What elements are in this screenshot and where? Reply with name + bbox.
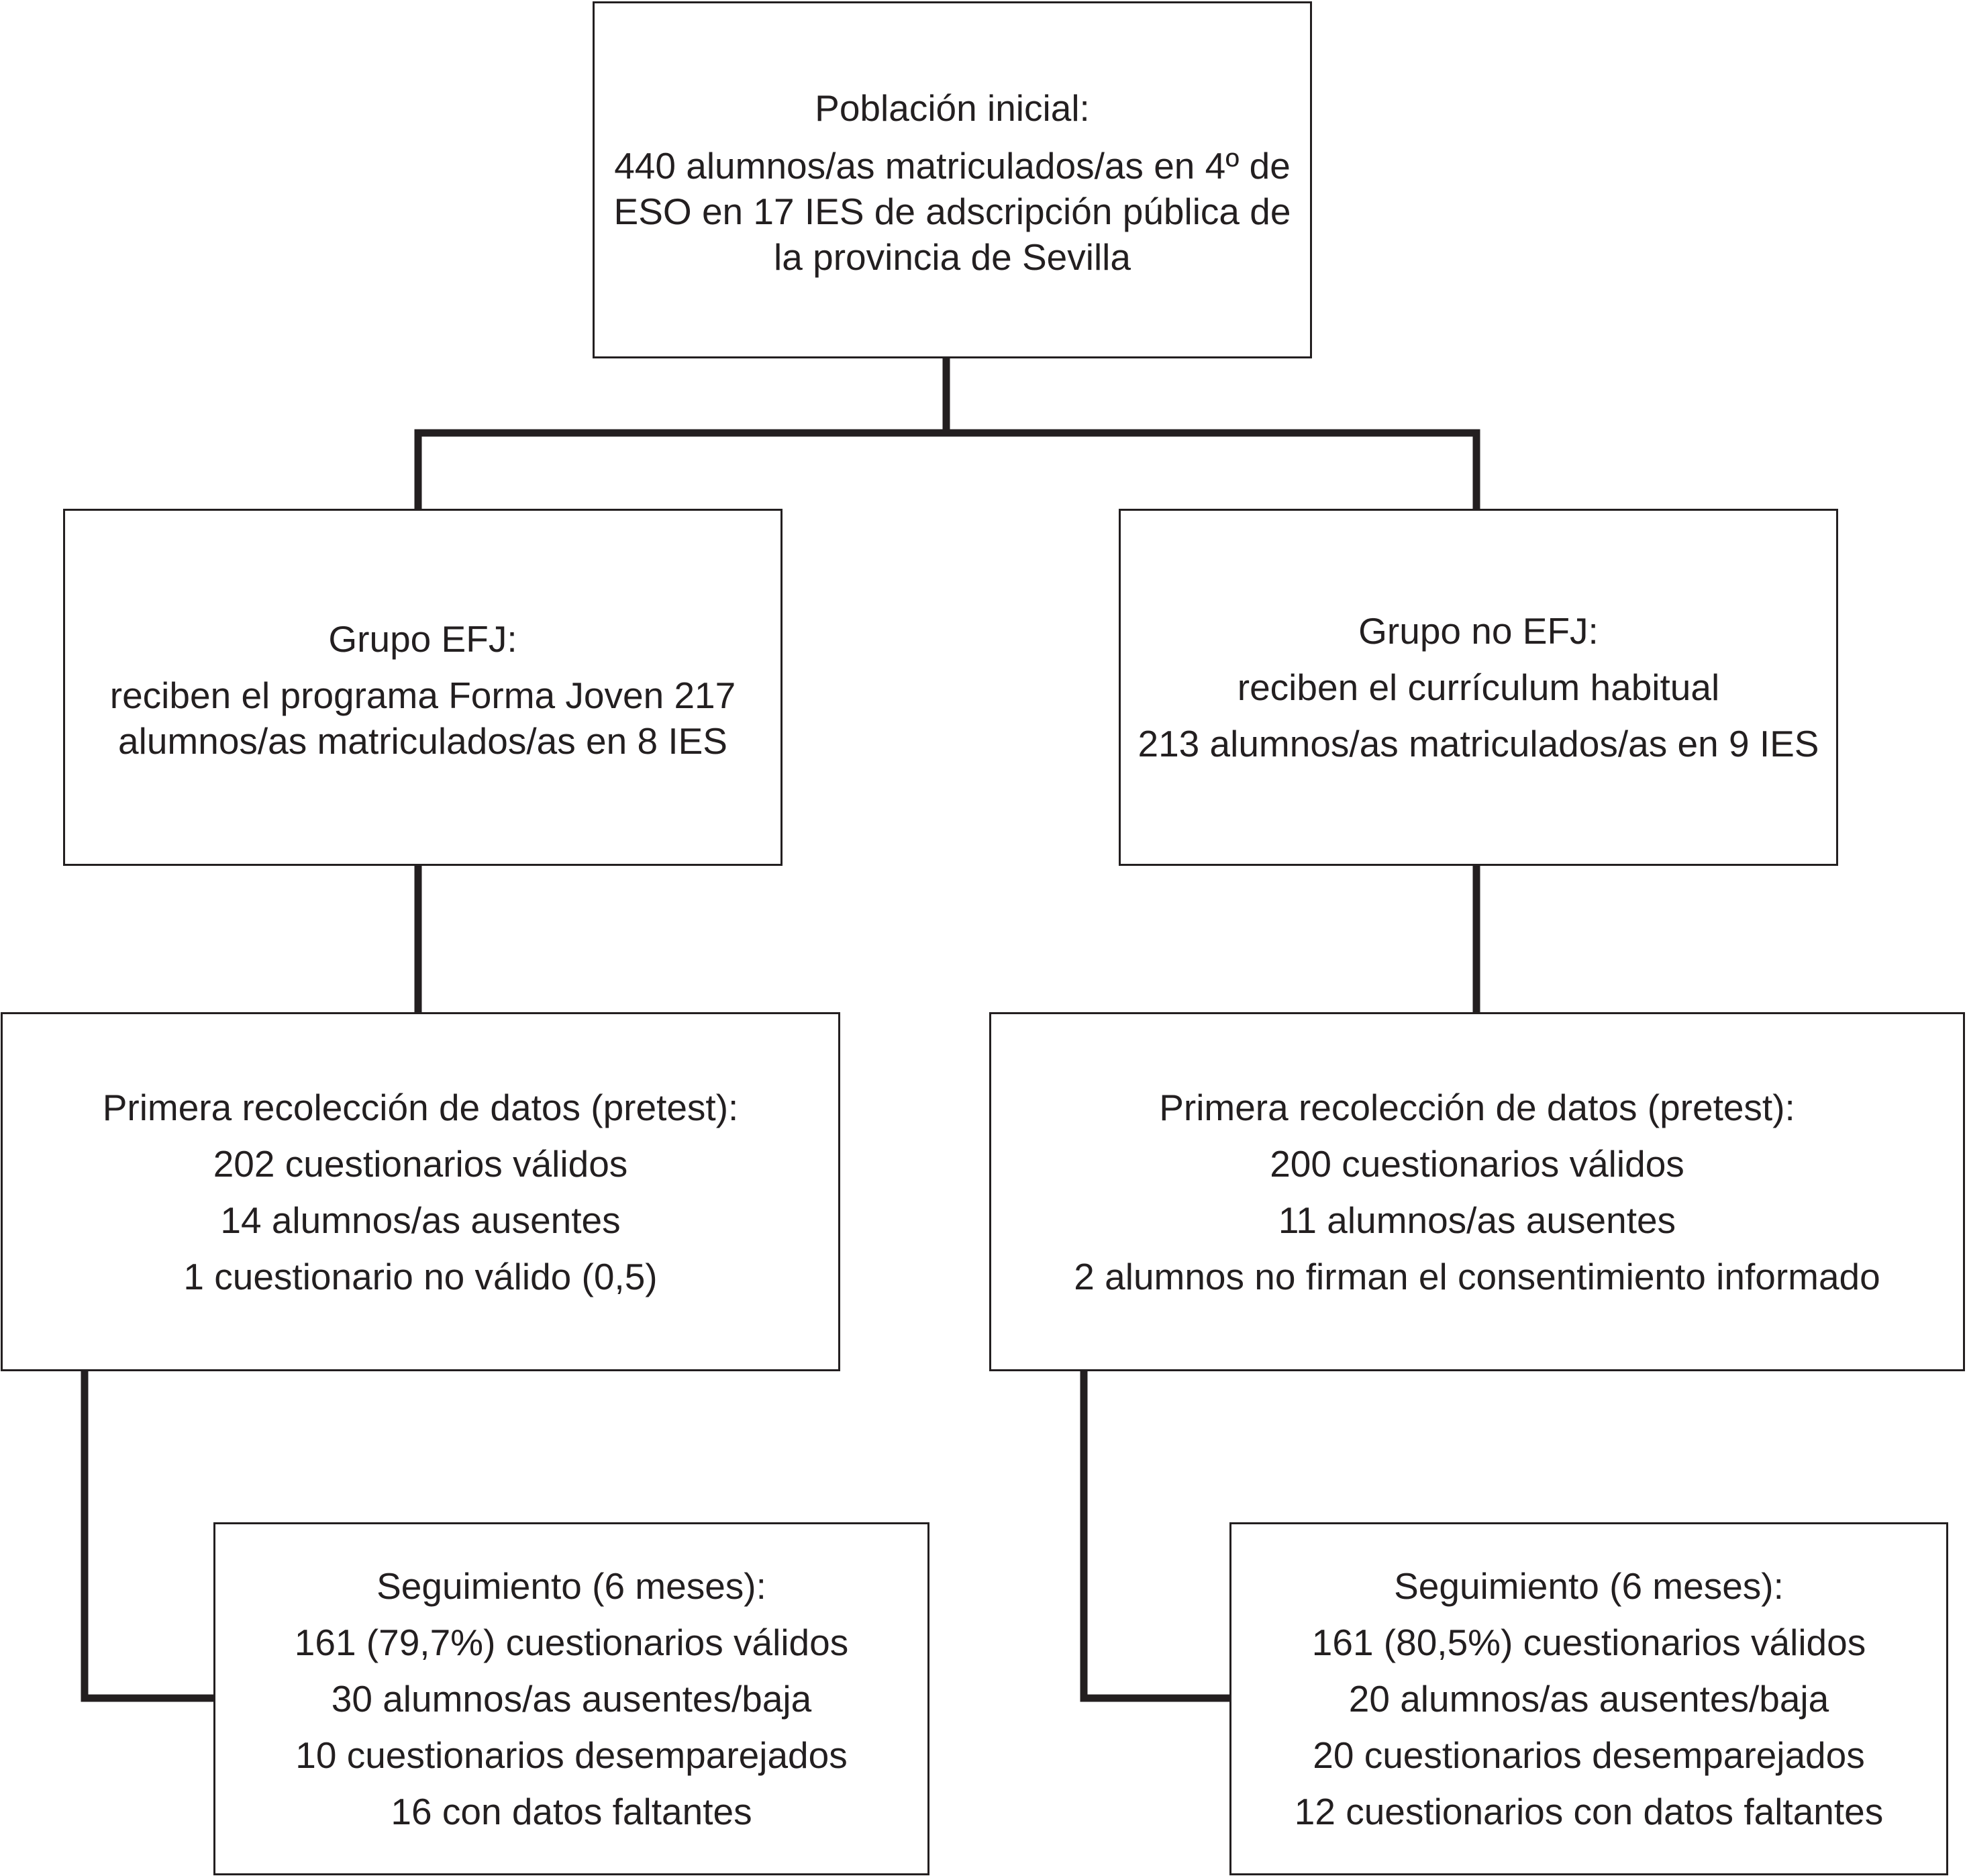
initial-population-box: Población inicial: 440 alumnos/as matric…: [593, 1, 1312, 358]
no-efj-group-line-2: 213 alumnos/as matriculados/as en 9 IES: [1138, 723, 1819, 764]
efj-followup-line-4: 16 con datos faltantes: [391, 1791, 752, 1832]
initial-population-title: Población inicial:: [815, 87, 1090, 129]
no-efj-pretest-box: Primera recolección de datos (pretest): …: [989, 1012, 1965, 1371]
efj-followup-line-3: 10 cuestionarios desemparejados: [295, 1734, 848, 1776]
efj-pretest-line-3: 1 cuestionario no válido (0,5): [183, 1255, 658, 1297]
connector-root-split: [414, 354, 1480, 513]
no-efj-followup-line-3: 20 cuestionarios desemparejados: [1313, 1734, 1865, 1776]
no-efj-followup-line-2: 20 alumnos/as ausentes/baja: [1348, 1678, 1829, 1720]
no-efj-group-title: Grupo no EFJ:: [1358, 610, 1599, 652]
efj-followup-line-2: 30 alumnos/as ausentes/baja: [331, 1678, 812, 1720]
efj-followup-line-1: 161 (79,7%) cuestionarios válidos: [294, 1622, 849, 1663]
efj-followup-box: Seguimiento (6 meses): 161 (79,7%) cuest…: [213, 1522, 929, 1875]
initial-population-line-3: la provincia de Sevilla: [774, 236, 1131, 278]
initial-population-line-1: 440 alumnos/as matriculados/as en 4º de: [614, 145, 1291, 187]
no-efj-pretest-line-2: 11 alumnos/as ausentes: [1278, 1199, 1676, 1241]
efj-group-line-2: alumnos/as matriculados/as en 8 IES: [118, 720, 727, 762]
no-efj-pretest-line-3: 2 alumnos no firman el consentimiento in…: [1074, 1255, 1880, 1297]
no-efj-pretest-title: Primera recolección de datos (pretest):: [1159, 1086, 1795, 1128]
efj-group-line-1: reciben el programa Forma Joven 217: [109, 675, 736, 716]
no-efj-group-box: Grupo no EFJ: reciben el currículum habi…: [1119, 509, 1838, 866]
no-efj-pretest-line-1: 200 cuestionarios válidos: [1270, 1142, 1684, 1185]
connector-noefj-pretest-to-followup: [1080, 1367, 1233, 1702]
efj-pretest-line-1: 202 cuestionarios válidos: [213, 1142, 628, 1185]
efj-pretest-title: Primera recolección de datos (pretest):: [102, 1086, 739, 1128]
no-efj-followup-box: Seguimiento (6 meses): 161 (80,5%) cuest…: [1229, 1522, 1948, 1875]
efj-pretest-line-2: 14 alumnos/as ausentes: [220, 1199, 621, 1241]
no-efj-group-line-1: reciben el currículum habitual: [1237, 667, 1720, 708]
no-efj-followup-title: Seguimiento (6 meses):: [1394, 1565, 1784, 1607]
efj-group-box: Grupo EFJ: reciben el programa Forma Jov…: [63, 509, 783, 866]
efj-group-title: Grupo EFJ:: [328, 618, 517, 660]
efj-pretest-box: Primera recolección de datos (pretest): …: [1, 1012, 840, 1371]
no-efj-followup-line-1: 161 (80,5%) cuestionarios válidos: [1311, 1622, 1866, 1663]
no-efj-followup-line-4: 12 cuestionarios con datos faltantes: [1294, 1791, 1884, 1832]
efj-followup-title: Seguimiento (6 meses):: [376, 1565, 766, 1607]
initial-population-line-2: ESO en 17 IES de adscripción pública de: [613, 191, 1291, 232]
connector-efj-pretest-to-followup: [81, 1367, 217, 1702]
